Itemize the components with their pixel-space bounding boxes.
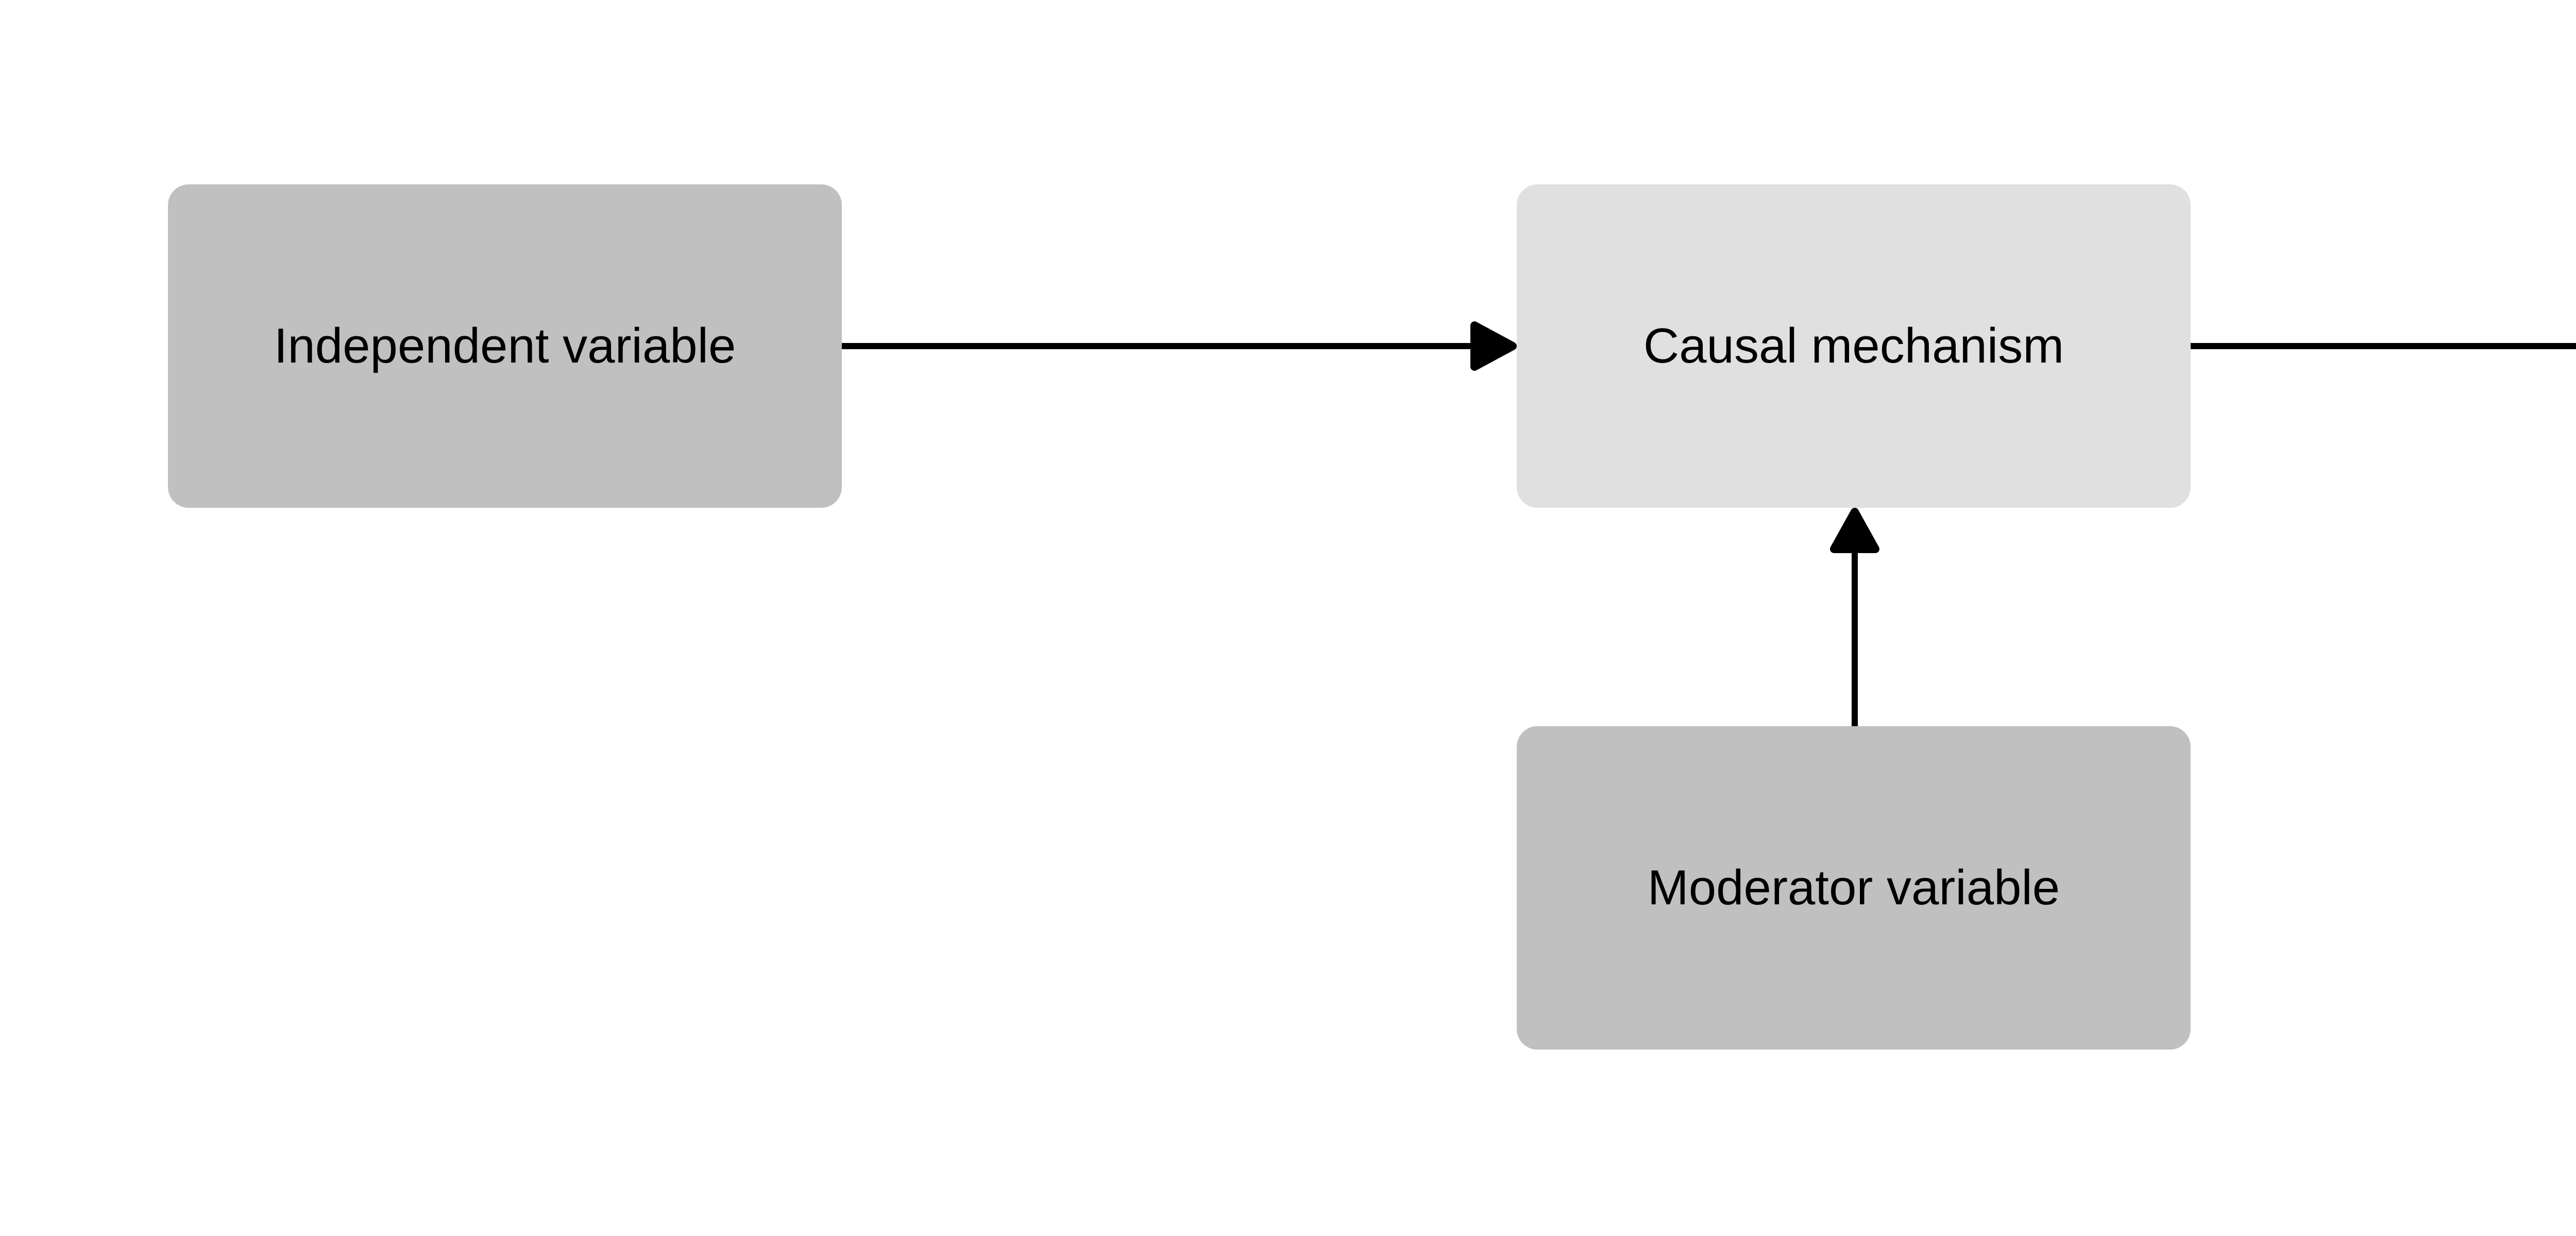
- edge-moderator-to-mechanism: [1830, 508, 1879, 726]
- arrow-head-right: [1470, 321, 1517, 371]
- node-label: Independent variable: [274, 318, 736, 374]
- arrow-head-up: [1830, 508, 1879, 553]
- edge-independent-to-mechanism: [842, 321, 1517, 371]
- node-independent-variable: Independent variable: [168, 184, 842, 508]
- node-label: Moderator variable: [1647, 860, 2060, 916]
- node-moderator-variable: Moderator variable: [1517, 726, 2191, 1050]
- edge-mechanism-to-dependent: [2191, 343, 2576, 349]
- node-causal-mechanism: Causal mechanism: [1517, 184, 2191, 508]
- node-label: Causal mechanism: [1643, 318, 2064, 374]
